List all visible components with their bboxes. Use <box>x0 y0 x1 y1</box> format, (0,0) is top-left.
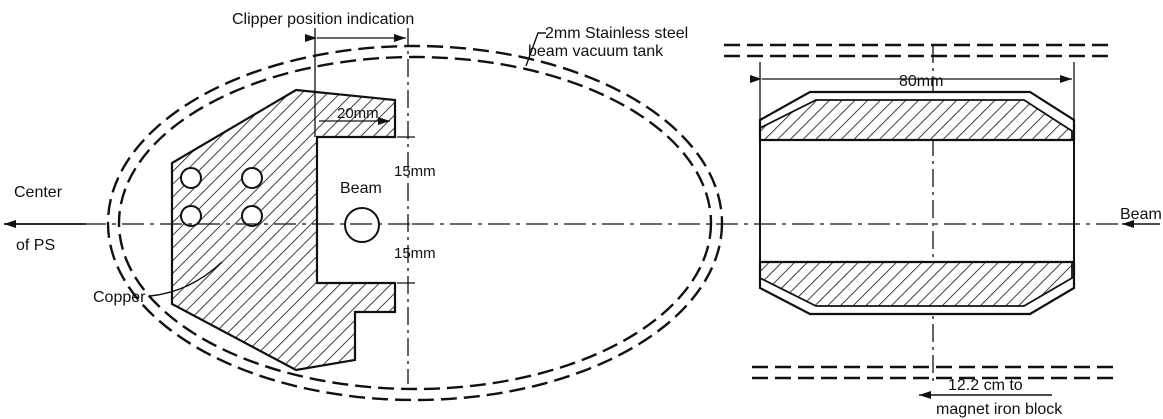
vacuum-tank-ellipse <box>106 44 724 402</box>
dim-80mm-extension-lines <box>759 62 1075 120</box>
copper-clipper <box>170 88 397 372</box>
dim-80mm-label: 80mm <box>899 73 943 90</box>
tank-label-line2: beam vacuum tank <box>528 43 664 60</box>
dim-20mm-label: 20mm <box>337 105 379 122</box>
dim-15mm-upper-label: 15mm <box>394 163 436 180</box>
bottom-jaw-hatch <box>759 261 1073 307</box>
copper-leader <box>149 261 223 297</box>
iron-label-line1: 12.2 cm to <box>948 377 1023 394</box>
center-label-line2: of PS <box>16 237 55 254</box>
tank-dashed-lines <box>724 43 1113 380</box>
iron-label-line2: magnet iron block <box>936 401 1063 418</box>
beam-inside-label: Beam <box>340 180 382 197</box>
copper-label: Copper <box>93 289 146 306</box>
beam-right-label: Beam <box>1120 206 1162 223</box>
tank-leader <box>525 32 546 67</box>
center-label-line1: Center <box>14 184 63 201</box>
dim-15mm-lower-label: 15mm <box>394 245 436 262</box>
clipper-position-label: Clipper position indication <box>232 11 414 28</box>
dim-15mm-lines <box>397 136 415 284</box>
top-jaw-hatch <box>759 99 1073 141</box>
side-walls <box>759 140 1075 262</box>
cooling-holes <box>180 167 263 227</box>
tank-label-line1: 2mm Stainless steel <box>545 25 688 42</box>
beam-circle <box>344 207 380 243</box>
